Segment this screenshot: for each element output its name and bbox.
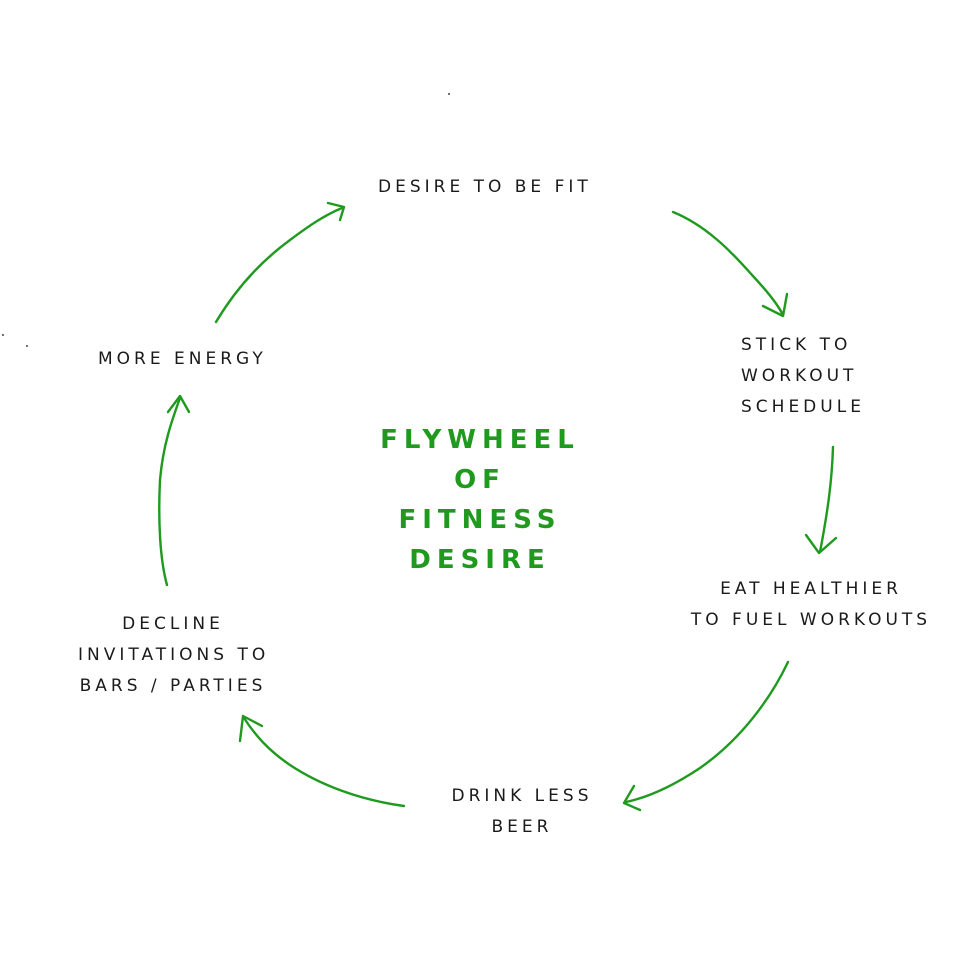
paper-speck <box>2 334 4 336</box>
node-decline-line-2: INVITATIONS TO <box>78 645 270 665</box>
arrowhead-decline <box>238 714 264 743</box>
node-drink-line-2: BEER <box>491 817 553 837</box>
center-title-line-4: DESIRE <box>409 545 551 575</box>
arrowhead-drink <box>622 784 642 812</box>
arrowhead-energy <box>166 394 191 414</box>
paper-speck <box>26 345 28 347</box>
node-decline-line-1: DECLINE <box>122 614 224 634</box>
node-eat-line-2: TO FUEL WORKOUTS <box>690 610 932 630</box>
arrow-drink-to-decline <box>242 716 406 808</box>
node-desire-to-be-fit: DESIRE TO BE FIT <box>378 172 592 203</box>
node-stick-line-3: SCHEDULE <box>741 397 865 417</box>
node-stick-line-1: STICK TO <box>741 335 852 355</box>
center-title: FLYWHEEL OF FITNESS DESIRE <box>370 420 590 580</box>
arrow-desire-to-stick <box>671 210 785 317</box>
node-energy-line-1: MORE ENERGY <box>98 349 267 369</box>
node-eat-line-1: EAT HEALTHIER <box>720 579 902 599</box>
arrow-energy-to-desire <box>214 206 344 324</box>
node-drink-line-1: DRINK LESS <box>451 786 593 806</box>
arrowhead-stick <box>761 292 789 318</box>
node-stick-line-2: WORKOUT <box>741 366 858 386</box>
node-stick-to-workout-schedule: STICK TO WORKOUT SCHEDULE <box>741 330 865 423</box>
node-decline-line-3: BARS / PARTIES <box>79 676 267 696</box>
center-title-line-2: OF <box>454 465 506 495</box>
node-drink-less-beer: DRINK LESS BEER <box>436 781 608 843</box>
center-title-line-1: FLYWHEEL <box>380 425 580 455</box>
node-eat-healthier: EAT HEALTHIER TO FUEL WORKOUTS <box>688 574 934 636</box>
arrow-eat-to-drink <box>624 660 790 804</box>
node-desire-line-1: DESIRE TO BE FIT <box>378 177 592 197</box>
arrowhead-desire <box>326 201 346 222</box>
center-title-line-3: FITNESS <box>398 505 562 535</box>
arrow-decline-to-energy <box>158 396 182 587</box>
node-decline-invitations: DECLINE INVITATIONS TO BARS / PARTIES <box>78 609 268 702</box>
arrowhead-eat <box>804 533 838 555</box>
paper-speck <box>448 93 450 95</box>
arrow-stick-to-eat <box>818 445 835 554</box>
node-more-energy: MORE ENERGY <box>98 344 267 375</box>
